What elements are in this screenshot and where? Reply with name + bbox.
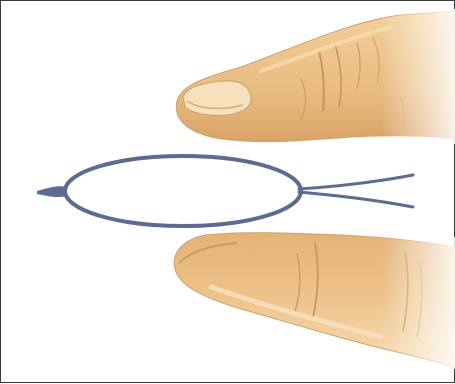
top-finger — [176, 9, 455, 144]
loop-tail-upper — [299, 175, 413, 189]
loop-ellipse — [65, 156, 301, 226]
loop-tail-lower — [299, 192, 413, 207]
loop-cord — [37, 156, 413, 226]
bottom-finger — [174, 233, 455, 369]
loop-stem-left — [37, 186, 67, 197]
